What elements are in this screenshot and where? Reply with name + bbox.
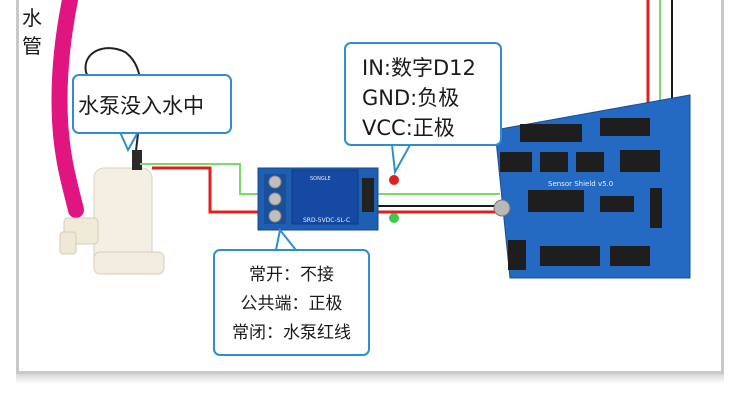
water-pump	[59, 150, 165, 275]
pin-callout: IN:数字D12 GND:负极 VCC:正极	[344, 42, 502, 146]
shield-label-text: Sensor Shield v5.0	[548, 180, 613, 188]
relay-callout: 常开：不接 公共端：正极 常闭：水泵红线	[213, 249, 370, 356]
hose-label-char-1: 水	[22, 6, 42, 30]
relay-callout-line-com: 公共端：正极	[240, 294, 343, 314]
relay-part-text: SRD-5VDC-SL-C	[303, 217, 350, 224]
relay-callout-line-no: 常开：不接	[249, 265, 334, 285]
sensor-shield	[493, 94, 691, 279]
pump-callout: 水泵没入水中	[72, 74, 232, 134]
frame-shadow	[16, 374, 724, 384]
pump-callout-pointer	[118, 131, 140, 153]
water-hose	[51, 0, 84, 218]
pin-callout-line-in: IN:数字D12	[362, 56, 476, 80]
relay-brand-text: SONGLE	[310, 176, 331, 182]
pump-callout-text: 水泵没入水中	[78, 94, 204, 118]
hose-label-char-2: 管	[22, 34, 42, 58]
pins-callout-pointer	[390, 144, 412, 176]
relay-callout-line-nc: 常闭：水泵红线	[232, 323, 351, 343]
pin-callout-line-gnd: GND:负极	[362, 86, 460, 110]
relay-module	[257, 167, 399, 231]
gnd-black-wire	[360, 195, 500, 207]
relay-callout-pointer	[274, 227, 299, 251]
pin-callout-line-vcc: VCC:正极	[362, 116, 455, 140]
pump-red-wire	[152, 166, 258, 214]
